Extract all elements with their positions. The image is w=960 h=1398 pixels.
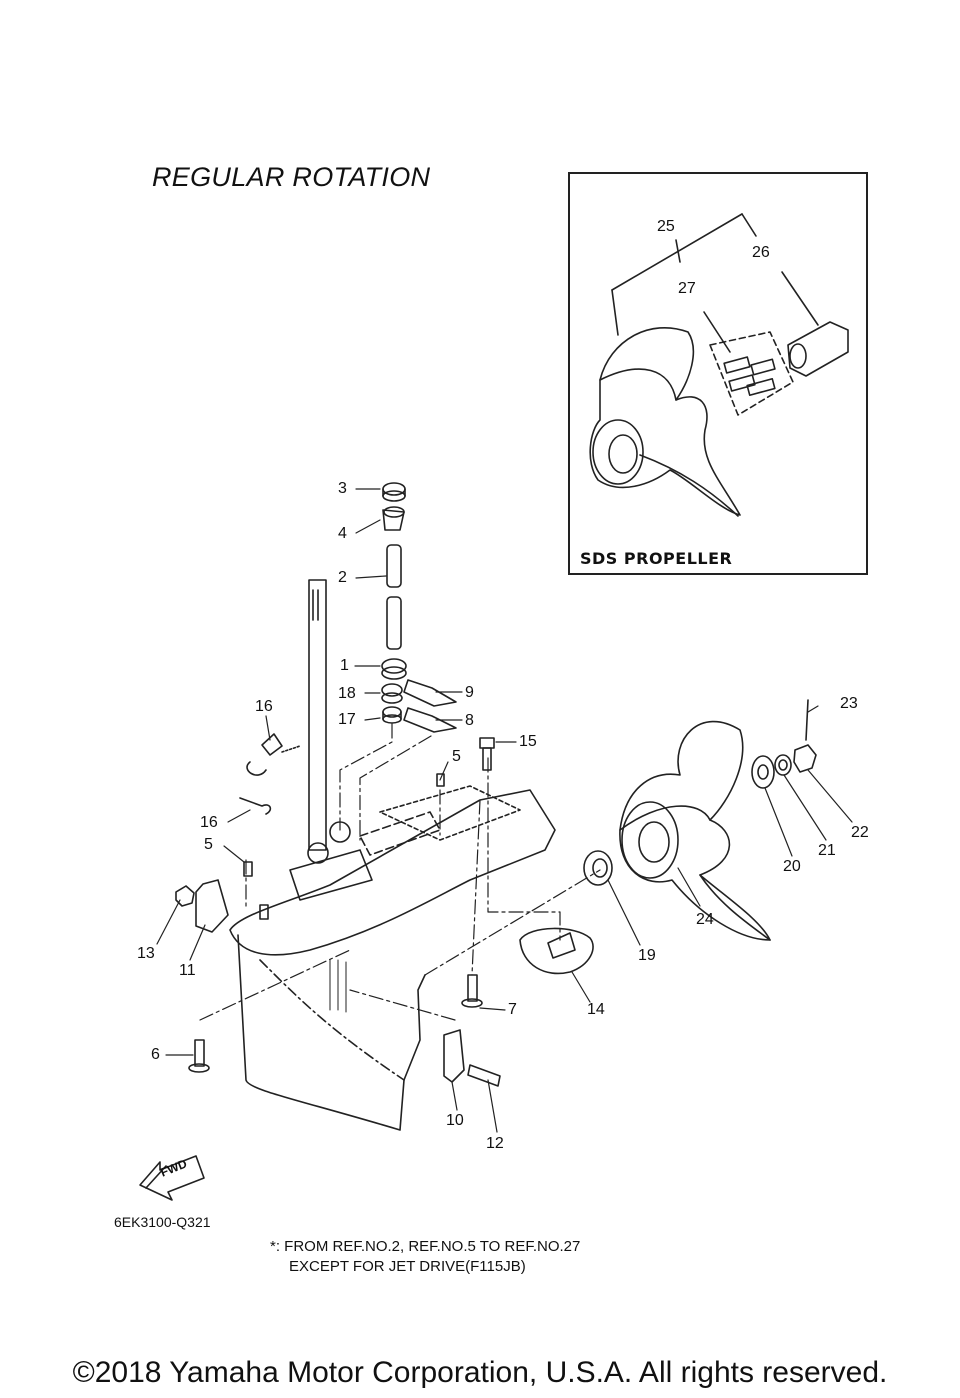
- callout-1: 1: [340, 657, 349, 674]
- callout-leaders: [156, 488, 853, 1133]
- sds-propeller-inset: [568, 172, 868, 575]
- driveshaft: [308, 579, 327, 851]
- callout-8: 8: [465, 712, 474, 729]
- callout-2: 2: [338, 569, 347, 586]
- fwd-arrow: [139, 1155, 205, 1201]
- note-line-1: *: FROM REF.NO.2, REF.NO.5 TO REF.NO.27: [270, 1238, 581, 1255]
- note-line-2: EXCEPT FOR JET DRIVE(F115JB): [289, 1258, 526, 1275]
- sds-propeller-label: SDS PROPELLER: [580, 549, 733, 568]
- callout-23: 23: [840, 695, 858, 712]
- callout-6: 6: [151, 1046, 160, 1063]
- callout-27: 27: [678, 280, 696, 297]
- sds-hub-part: [781, 271, 849, 377]
- callout-5-lower: 5: [204, 836, 213, 853]
- anode-and-bolts: [175, 733, 613, 1087]
- rubber-seals: [403, 679, 457, 733]
- callout-14: 14: [587, 1001, 605, 1018]
- callout-9: 9: [465, 684, 474, 701]
- callout-12: 12: [486, 1135, 504, 1152]
- callout-11: 11: [179, 962, 196, 979]
- propeller-nut-parts: [751, 699, 817, 789]
- callout-3: 3: [338, 480, 347, 497]
- callout-18: 18: [338, 685, 356, 702]
- callout-25: 25: [657, 218, 675, 235]
- dashed-reference-lines: [199, 723, 601, 1021]
- callout-20: 20: [783, 858, 801, 875]
- callout-24: 24: [696, 911, 714, 928]
- callout-22: 22: [851, 824, 869, 841]
- callout-4: 4: [338, 525, 347, 542]
- main-propeller: [619, 720, 771, 941]
- callout-21: 21: [818, 842, 836, 859]
- callout-17: 17: [338, 711, 356, 728]
- callout-16-lower: 16: [200, 814, 218, 831]
- lower-case: [229, 785, 556, 1131]
- callout-10: 10: [446, 1112, 464, 1129]
- sds-insert-kit: [703, 311, 794, 416]
- diagram-code: 6EK3100-Q321: [114, 1214, 211, 1230]
- callout-26: 26: [752, 244, 770, 261]
- callout-19: 19: [638, 947, 656, 964]
- callout-13: 13: [137, 945, 155, 962]
- callout-16-upper: 16: [255, 698, 273, 715]
- callout-15: 15: [519, 733, 537, 750]
- copyright-footer: ©2018 Yamaha Motor Corporation, U.S.A. A…: [72, 1356, 888, 1389]
- callout-7: 7: [508, 1001, 517, 1018]
- callout-5-upper: 5: [452, 748, 461, 765]
- water-tube-parts: [381, 482, 407, 724]
- diagram-title: REGULAR ROTATION: [152, 162, 431, 192]
- sds-propeller-part: [589, 213, 757, 517]
